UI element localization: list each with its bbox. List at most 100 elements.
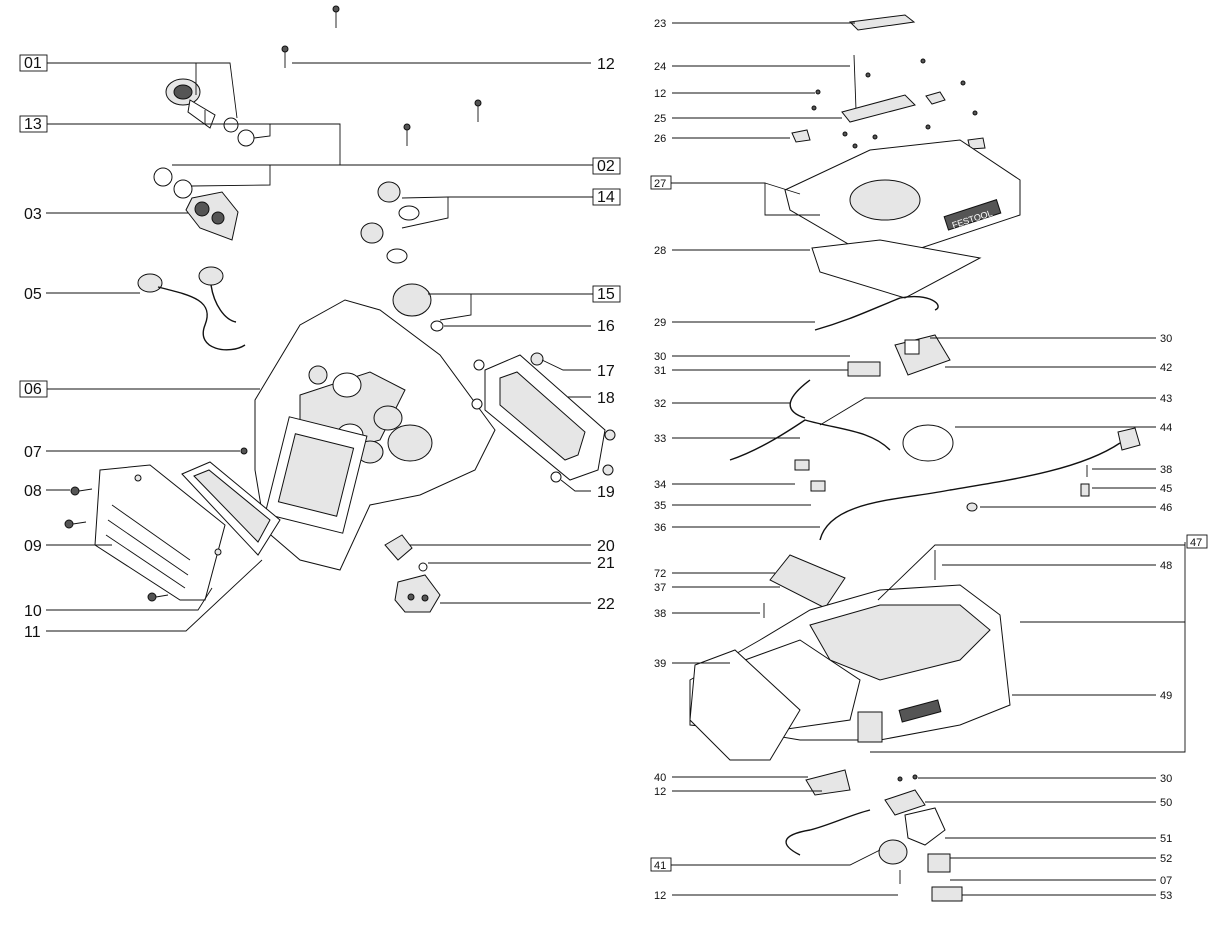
control-pcb [894, 334, 951, 376]
svg-text:10: 10 [24, 603, 42, 620]
cable [785, 809, 871, 856]
callout-25: 25 [654, 113, 842, 125]
svg-text:13: 13 [24, 116, 42, 133]
callout-09: 09 [24, 538, 112, 555]
callout-52: 52 [950, 853, 1172, 865]
callout-19: 19 [560, 479, 615, 501]
callout-20: 20 [410, 538, 615, 555]
switch [810, 480, 826, 492]
svg-text:17: 17 [597, 363, 615, 380]
top-cover: FESTOOL [784, 139, 1021, 256]
callout-34: 34 [654, 479, 795, 491]
callout-47: 47 [870, 534, 1208, 753]
callout-38-b: 38 [1092, 464, 1172, 476]
screw [332, 5, 340, 28]
callout-30-a: 30 [654, 351, 850, 363]
vent-grille [94, 464, 226, 601]
plate [927, 853, 951, 873]
callout-05: 05 [24, 286, 140, 303]
capacitor [847, 361, 881, 377]
svg-text:39: 39 [654, 658, 666, 670]
callout-32: 32 [654, 398, 790, 410]
control-board-bracket [471, 352, 616, 483]
svg-text:33: 33 [654, 433, 666, 445]
switch-housing [884, 789, 926, 816]
callout-48: 48 [942, 560, 1172, 572]
power-cord [819, 442, 1121, 541]
svg-text:35: 35 [654, 500, 666, 512]
callout-03: 03 [24, 206, 188, 223]
callout-12-c: 12 [654, 890, 898, 902]
svg-text:30: 30 [654, 351, 666, 363]
handle-strip [848, 14, 916, 31]
svg-text:09: 09 [24, 538, 42, 555]
callout-72: 72 [654, 568, 775, 580]
svg-text:45: 45 [1160, 483, 1172, 495]
gasket [811, 239, 982, 299]
svg-text:23: 23 [654, 18, 666, 30]
rotary-knob [392, 283, 444, 332]
callout-23: 23 [654, 18, 855, 30]
callout-40: 40 [654, 772, 808, 784]
svg-text:12: 12 [654, 786, 666, 798]
svg-text:15: 15 [597, 286, 615, 303]
svg-text:38: 38 [1160, 464, 1172, 476]
seal-ring [902, 424, 954, 462]
svg-text:20: 20 [597, 538, 615, 555]
callout-38-a: 38 [654, 608, 760, 620]
svg-text:28: 28 [654, 245, 666, 257]
svg-text:42: 42 [1160, 362, 1172, 374]
callout-24: 24 [654, 61, 850, 73]
left-labels: 01 13 02 03 05 [19, 54, 621, 641]
callout-30-b: 30 [930, 333, 1172, 345]
svg-text:07: 07 [1160, 875, 1172, 887]
screw [403, 123, 411, 146]
svg-text:11: 11 [24, 624, 41, 641]
svg-text:18: 18 [597, 390, 615, 407]
callout-29: 29 [654, 317, 815, 329]
right-labels: 23 24 12 25 26 27 28 29 30 31 32 33 34 3… [650, 18, 1208, 902]
carry-handle [841, 94, 916, 123]
callout-06: 06 [19, 380, 260, 398]
fuse [1080, 483, 1090, 497]
callout-42: 42 [945, 362, 1172, 374]
callout-28: 28 [654, 245, 810, 257]
cable [814, 295, 939, 331]
svg-text:36: 36 [654, 522, 666, 534]
callout-07: 07 [24, 444, 240, 461]
svg-text:02: 02 [597, 158, 615, 175]
svg-text:07: 07 [24, 444, 42, 461]
svg-text:46: 46 [1160, 502, 1172, 514]
callout-50: 50 [925, 797, 1172, 809]
callout-39: 39 [654, 658, 730, 670]
electronics-module [769, 554, 846, 609]
svg-text:40: 40 [654, 772, 666, 784]
svg-text:30: 30 [1160, 333, 1172, 345]
callout-18: 18 [568, 390, 615, 407]
svg-text:14: 14 [597, 189, 615, 206]
callout-45: 45 [1092, 483, 1172, 495]
callout-16: 16 [444, 318, 615, 335]
callout-46: 46 [980, 502, 1172, 514]
svg-text:52: 52 [1160, 853, 1172, 865]
callout-36: 36 [654, 522, 820, 534]
callout-41: 41 [650, 849, 881, 872]
svg-text:26: 26 [654, 133, 666, 145]
switch [794, 459, 810, 471]
svg-text:12: 12 [597, 56, 615, 73]
screw [240, 447, 248, 455]
svg-text:22: 22 [597, 596, 615, 613]
svg-text:41: 41 [654, 860, 666, 872]
callout-53: 53 [962, 890, 1172, 902]
svg-text:27: 27 [654, 178, 666, 190]
svg-text:19: 19 [597, 484, 615, 501]
bracket [904, 807, 946, 846]
callout-11: 11 [24, 559, 263, 641]
callout-21: 21 [428, 555, 615, 572]
svg-text:31: 31 [654, 365, 666, 377]
screw [897, 776, 903, 782]
callout-17: 17 [541, 359, 615, 380]
svg-text:49: 49 [1160, 690, 1172, 702]
callout-12-b: 12 [654, 786, 822, 798]
